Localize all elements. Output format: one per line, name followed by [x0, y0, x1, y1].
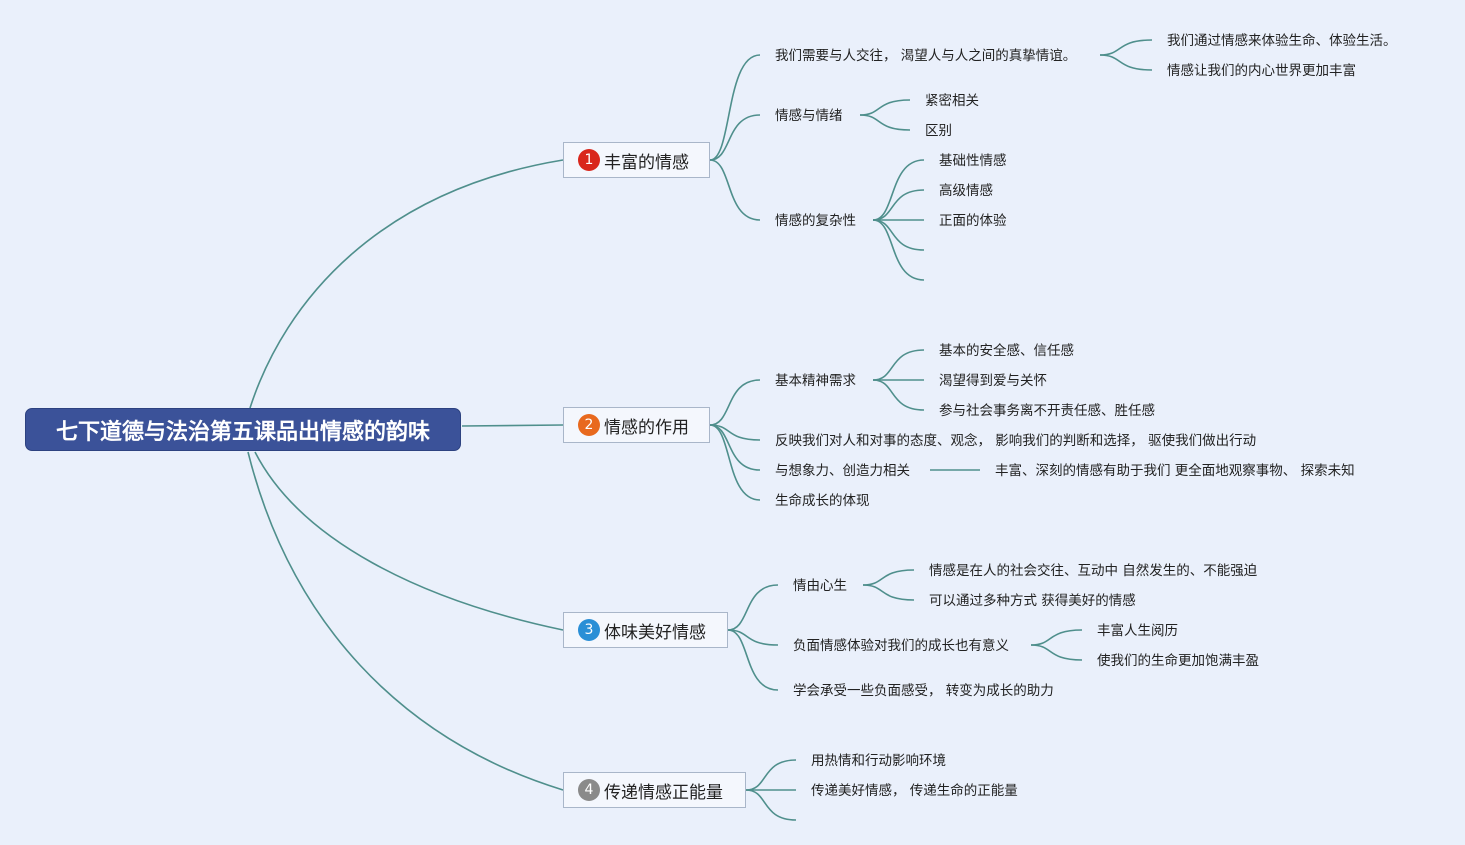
connector-line [862, 569, 915, 586]
connector-line [709, 424, 761, 501]
connector-line [745, 759, 797, 791]
connector-line [1099, 39, 1153, 56]
leaf-topic[interactable]: 丰富人生阅历 [1097, 623, 1178, 639]
connector-line [1030, 629, 1083, 646]
branch-label: 丰富的情感 [604, 152, 689, 173]
connector-line [872, 189, 925, 221]
leaf-topic[interactable]: 正面的体验 [939, 213, 1007, 229]
connector-line [745, 789, 797, 821]
leaf-topic[interactable]: 情感让我们的内心世界更加丰富 [1167, 63, 1356, 79]
branch-role-of-emotions[interactable]: 2 情感的作用 [563, 407, 710, 443]
connector-line [254, 451, 564, 631]
leaf-topic[interactable]: 我们通过情感来体验生命、体验生活。 [1167, 33, 1397, 49]
connector-line [1030, 644, 1083, 661]
subtopic[interactable]: 情感与情绪 [775, 108, 843, 124]
connector-line [709, 424, 761, 471]
connector-line [709, 159, 761, 221]
connector-line [247, 451, 564, 791]
leaf-topic[interactable]: 紧密相关 [925, 93, 979, 109]
subtopic[interactable]: 负面情感体验对我们的成长也有意义 [793, 638, 1009, 654]
connector-line [872, 349, 925, 381]
branch-label: 情感的作用 [604, 417, 689, 438]
leaf-topic[interactable]: 基本的安全感、信任感 [939, 343, 1074, 359]
connector-line [872, 219, 925, 251]
connector-line [859, 114, 911, 131]
branch-rich-emotions[interactable]: 1 丰富的情感 [563, 142, 710, 178]
branch-pass-positive-energy[interactable]: 4 传递情感正能量 [563, 772, 746, 808]
connector-line [727, 584, 779, 631]
leaf-topic[interactable]: 渴望得到爱与关怀 [939, 373, 1047, 389]
leaf-topic[interactable]: 高级情感 [939, 183, 993, 199]
subtopic[interactable]: 情由心生 [793, 578, 847, 594]
subtopic[interactable]: 用热情和行动影响环境 [811, 753, 946, 769]
subtopic[interactable]: 情感的复杂性 [775, 213, 856, 229]
subtopic[interactable]: 我们需要与人交往， 渴望人与人之间的真挚情谊。 [775, 48, 1077, 64]
connector-line [249, 159, 564, 409]
subtopic[interactable]: 基本精神需求 [775, 373, 856, 389]
central-topic[interactable]: 七下道德与法治第五课品出情感的韵味 [25, 408, 461, 451]
badge-number-2: 2 [578, 414, 600, 436]
leaf-topic[interactable]: 基础性情感 [939, 153, 1007, 169]
connector-line [709, 54, 761, 161]
connector-line [872, 219, 925, 281]
leaf-topic[interactable]: 情感是在人的社会交往、互动中 自然发生的、不能强迫 [929, 563, 1258, 579]
connector-line [461, 424, 564, 427]
subtopic[interactable]: 反映我们对人和对事的态度、观念， 影响我们的判断和选择， 驱使我们做出行动 [775, 433, 1257, 449]
subtopic[interactable]: 传递美好情感， 传递生命的正能量 [811, 783, 1018, 799]
connector-line [709, 114, 761, 161]
branch-label: 传递情感正能量 [604, 782, 723, 803]
subtopic[interactable]: 学会承受一些负面感受， 转变为成长的助力 [793, 683, 1054, 699]
branch-label: 体味美好情感 [604, 622, 706, 643]
connector-line [859, 99, 911, 116]
connector-line [709, 379, 761, 426]
connector-line [727, 629, 779, 646]
connector-line [1099, 54, 1153, 71]
connector-line [872, 379, 925, 411]
leaf-topic[interactable]: 区别 [925, 123, 952, 139]
connector-line [727, 629, 779, 691]
leaf-topic[interactable]: 丰富、深刻的情感有助于我们 更全面地观察事物、 探索未知 [995, 463, 1355, 479]
badge-number-4: 4 [578, 779, 600, 801]
connector-line [872, 159, 925, 221]
leaf-topic[interactable]: 参与社会事务离不开责任感、胜任感 [939, 403, 1155, 419]
badge-number-3: 3 [578, 619, 600, 641]
subtopic[interactable]: 与想象力、创造力相关 [775, 463, 910, 479]
connector-line [862, 584, 915, 601]
branch-appreciate-good-emotions[interactable]: 3 体味美好情感 [563, 612, 728, 648]
subtopic[interactable]: 生命成长的体现 [775, 493, 870, 509]
leaf-topic[interactable]: 使我们的生命更加饱满丰盈 [1097, 653, 1259, 669]
badge-number-1: 1 [578, 149, 600, 171]
leaf-topic[interactable]: 可以通过多种方式 获得美好的情感 [929, 593, 1136, 609]
